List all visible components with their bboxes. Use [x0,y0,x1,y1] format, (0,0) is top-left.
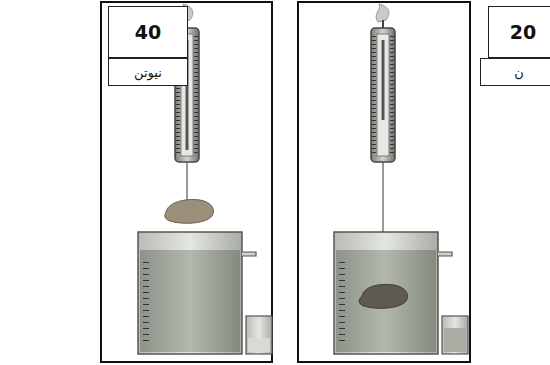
panel-frame [298,2,470,362]
beaker [138,232,256,354]
unit-label: ن [514,65,524,80]
unit-label: نيوتن [134,65,162,80]
label-box: 40 [108,6,188,58]
overflow-cup [246,316,272,354]
label-box: 20 [488,6,550,58]
reading-value: 40 [135,21,161,43]
reading-value: 20 [510,21,536,43]
label-box: ن [480,58,550,86]
stone [359,284,407,308]
beaker [334,232,452,354]
label-box: نيوتن [108,58,188,86]
stone [165,200,214,224]
overflow-cup [442,316,468,354]
panel-frame [101,2,272,362]
